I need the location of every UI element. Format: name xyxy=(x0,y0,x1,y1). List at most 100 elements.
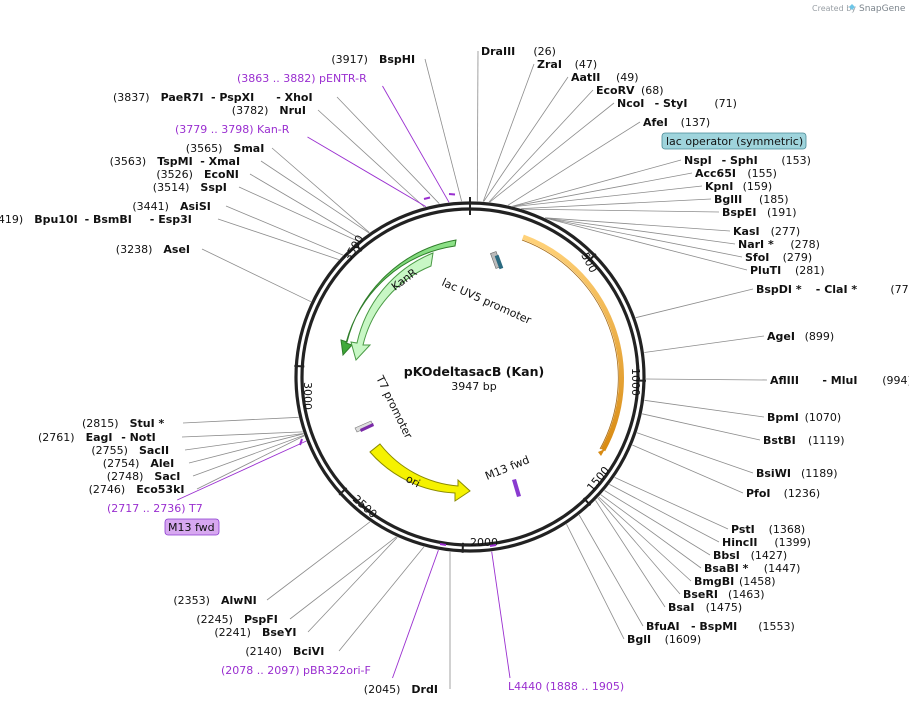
site-name: SacI xyxy=(154,470,180,483)
site-label-bseyi[interactable]: (2241)BseYI xyxy=(214,626,296,639)
site-position: (2755) xyxy=(91,444,128,457)
site-label-bsphi[interactable]: (3917)BspHI xyxy=(331,53,415,66)
site-name: BspEI xyxy=(722,206,756,219)
site-position: (1427) xyxy=(751,549,788,562)
site-label-drdi[interactable]: (2045)DrdI xyxy=(364,683,438,696)
site-label-bstbi[interactable]: BstBI(1119) xyxy=(763,434,845,447)
site-position: (1399) xyxy=(774,536,811,549)
site-position: (26) xyxy=(533,45,556,58)
site-label-econi[interactable]: (3526)EcoNI xyxy=(156,168,238,181)
site-label-tspmi[interactable]: (3563)TspMI - XmaI xyxy=(110,155,240,168)
site-label-asei[interactable]: (3238)AseI xyxy=(116,243,190,256)
site-name: BsaI xyxy=(668,601,694,614)
snapgene-logo-icon xyxy=(849,4,855,10)
site-label-smai[interactable]: (3565)SmaI xyxy=(186,142,265,155)
site-label-saci[interactable]: (2748) SacI xyxy=(107,470,181,483)
tick-mark-500 xyxy=(587,253,597,262)
tick-mark-2500 xyxy=(338,487,348,496)
site-label-hincii[interactable]: HincII(1399) xyxy=(722,536,811,549)
lac-operator-box[interactable]: lac operator (symmetric) xyxy=(661,132,807,150)
site-label-bpu10i[interactable]: (3419)Bpu10I - BsmBI - Esp3I xyxy=(0,213,192,226)
site-label-bcivi[interactable]: (2140)BciVI xyxy=(245,645,324,658)
site-label-acc65i[interactable]: Acc65I(155) xyxy=(695,167,777,180)
site-position: (2748) xyxy=(107,470,144,483)
site-label-stui[interactable]: (2815)StuI * xyxy=(82,417,165,430)
site-label-nspi[interactable]: NspI - SphI(153) xyxy=(684,154,811,167)
site-label-zrai[interactable]: ZraI(47) xyxy=(537,58,597,71)
site-label-bspei[interactable]: BspEI(191) xyxy=(722,206,797,219)
site-label-bglii[interactable]: BglII(185) xyxy=(714,193,789,206)
site-label-draiii[interactable]: DraIII(26) xyxy=(481,45,556,58)
m13-fwd-feature[interactable]: M13 fwd xyxy=(483,453,531,497)
leader-line-nari xyxy=(545,217,736,245)
site-name: SmaI xyxy=(233,142,264,155)
t7-promoter-feature[interactable]: T7 promoter xyxy=(354,373,415,441)
site-name: AflIII xyxy=(770,374,799,387)
site-name: AleI xyxy=(150,457,174,470)
site-label-pluti[interactable]: PluTI(281) xyxy=(750,264,825,277)
lac-uv5-promoter-feature[interactable]: lac UV5 promoter xyxy=(440,251,534,327)
primer-label-3863-3882-pentr-r[interactable]: (3863 .. 3882) pENTR-R xyxy=(237,72,367,85)
primer-marks xyxy=(299,193,497,547)
site-label-nari[interactable]: NarI *(278) xyxy=(738,238,820,251)
site-label-ecorv[interactable]: EcoRV(68) xyxy=(596,84,664,97)
leader-lines xyxy=(181,50,768,689)
site-label-bseri[interactable]: BseRI(1463) xyxy=(683,588,765,601)
site-label-afliii[interactable]: AflIII - MluI(994) xyxy=(770,374,909,387)
site-label-aatii[interactable]: AatII(49) xyxy=(571,71,639,84)
site-label-asisi[interactable]: (3441)AsiSI xyxy=(132,200,210,213)
t7-label: T7 promoter xyxy=(373,373,415,441)
site-label-psti[interactable]: PstI(1368) xyxy=(731,523,805,536)
site-label-alei[interactable]: (2754)AleI xyxy=(103,457,174,470)
tick-label-500: 500 xyxy=(578,250,599,275)
site-label-bspdi[interactable]: BspDI * - ClaI *(771) xyxy=(756,283,909,296)
site-label-afei[interactable]: AfeI(137) xyxy=(643,116,710,129)
site-label-bsiwi[interactable]: BsiWI(1189) xyxy=(756,467,838,480)
site-label-bfuai[interactable]: BfuAI - BspMI(1553) xyxy=(646,620,795,633)
site-label-alwni[interactable]: (2353)AlwNI xyxy=(173,594,256,607)
primer-label-2078-2097-pbr322ori-f[interactable]: (2078 .. 2097) pBR322ori-F xyxy=(221,664,371,677)
site-label-bbsi[interactable]: BbsI (1427) xyxy=(713,549,787,562)
site-name: BbsI xyxy=(713,549,740,562)
site-name: PspFI xyxy=(244,613,278,626)
lac-operator-box-bg xyxy=(661,132,807,150)
leader-line-bpu10i xyxy=(217,218,340,260)
feature-ori[interactable]: ori xyxy=(369,443,471,502)
primer-label-l4440-1888-1905[interactable]: L4440 (1888 .. 1905) xyxy=(508,680,624,693)
site-label-sspi[interactable]: (3514)SspI xyxy=(153,181,227,194)
site-position: (153) xyxy=(781,154,811,167)
primer-label-3779-3798-kan-r[interactable]: (3779 .. 3798) Kan-R xyxy=(175,123,290,136)
site-name: BseYI xyxy=(262,626,296,639)
site-label-kasi[interactable]: KasI(277) xyxy=(733,225,800,238)
site-label-nrui[interactable]: (3782)NruI xyxy=(232,104,306,117)
site-label-kpni[interactable]: KpnI(159) xyxy=(705,180,772,193)
leader-line-eco53ki xyxy=(196,435,305,490)
primer-label-2717-2736-t7[interactable]: (2717 .. 2736) T7 xyxy=(107,502,203,515)
site-label-bmgbi[interactable]: BmgBI(1458) xyxy=(694,575,776,588)
site-label-bsai[interactable]: BsaI(1475) xyxy=(668,601,742,614)
site-label-eco53ki[interactable]: (2746)Eco53kI xyxy=(89,483,185,496)
site-label-ncoi[interactable]: NcoI - StyI(71) xyxy=(617,97,737,110)
site-name: - ClaI * xyxy=(816,283,858,296)
site-position: (3837) xyxy=(113,91,150,104)
site-label-bsabi[interactable]: BsaBI *(1447) xyxy=(704,562,800,575)
leader-line-acc65i xyxy=(512,172,693,207)
site-name: PfoI xyxy=(746,487,771,500)
site-label-sfoi[interactable]: SfoI(279) xyxy=(745,251,812,264)
site-label-eagi[interactable]: (2761)EagI - NotI xyxy=(38,431,156,444)
site-label-pspfi[interactable]: (2245)PspFI xyxy=(196,613,278,626)
site-name: TspMI xyxy=(157,155,193,168)
leader-line-bsiwi xyxy=(636,432,754,474)
m13-fwd-box[interactable]: M13 fwd xyxy=(164,518,220,536)
site-name: BglII xyxy=(714,193,742,206)
site-label-pfoi[interactable]: PfoI(1236) xyxy=(746,487,820,500)
site-label-paer7i[interactable]: (3837)PaeR7I - PspXI - XhoI xyxy=(113,91,313,104)
site-label-bpmi[interactable]: BpmI(1070) xyxy=(767,411,841,424)
site-label-sacii[interactable]: (2755)SacII xyxy=(91,444,169,457)
m13-fwd-arrow xyxy=(512,479,521,497)
site-label-bgli[interactable]: BglI(1609) xyxy=(627,633,701,646)
feature-kanr[interactable]: KanR xyxy=(340,239,457,361)
leader-line-tspmi xyxy=(260,160,370,234)
site-label-agei[interactable]: AgeI(899) xyxy=(767,330,834,343)
site-name: - BspMI xyxy=(691,620,737,633)
